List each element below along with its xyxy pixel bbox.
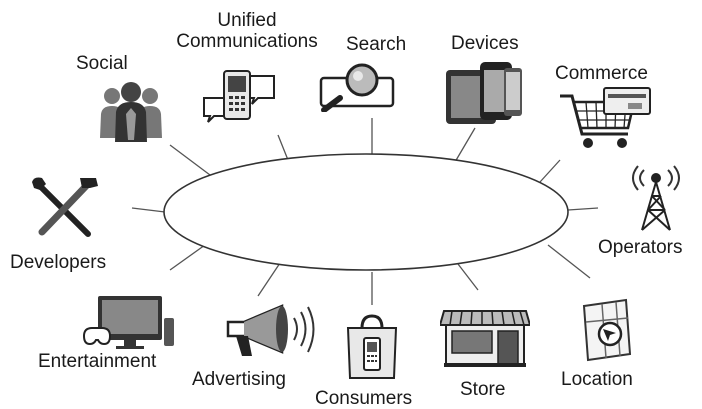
store-label: Store	[460, 379, 506, 400]
tools-icon	[32, 177, 98, 237]
tablet-phone-icon	[446, 62, 522, 124]
spoke-location	[547, 244, 591, 279]
unified-communications-label-line1: Unified	[217, 10, 277, 31]
spoke-operators	[567, 207, 599, 211]
consumers-label: Consumers	[315, 388, 413, 409]
hub-ellipse	[163, 153, 569, 271]
megaphone-icon	[226, 304, 315, 356]
shopping-bag-phone-icon	[346, 314, 398, 379]
spoke-store	[457, 263, 479, 291]
spoke-advertising	[257, 262, 281, 297]
search-label: Search	[346, 34, 407, 55]
commerce-label: Commerce	[555, 63, 648, 84]
developers-label: Developers	[10, 252, 107, 273]
shopping-cart-icon	[560, 87, 651, 148]
entertainment-label: Entertainment	[38, 351, 157, 372]
social-label: Social	[76, 53, 128, 74]
operators-label: Operators	[598, 237, 683, 258]
spoke-social	[169, 144, 211, 176]
unified-communications-label: Unified Communications	[163, 10, 331, 52]
map-pin-icon	[582, 298, 632, 362]
unified-communications-label-line2: Communications	[176, 31, 318, 52]
spoke-uc	[277, 134, 289, 161]
tv-gamepad-icon	[82, 296, 174, 349]
magnifier-icon	[319, 63, 395, 112]
radio-tower-icon	[632, 165, 680, 231]
location-label: Location	[561, 369, 633, 390]
devices-label: Devices	[451, 33, 519, 54]
phone-chat-icon	[203, 70, 275, 123]
storefront-icon	[440, 310, 530, 367]
spoke-entertainment	[169, 244, 206, 271]
people-icon	[100, 82, 162, 142]
spoke-devices	[454, 127, 476, 163]
spoke-commerce	[539, 159, 561, 183]
spoke-developers	[131, 207, 166, 213]
advertising-label: Advertising	[192, 369, 286, 390]
